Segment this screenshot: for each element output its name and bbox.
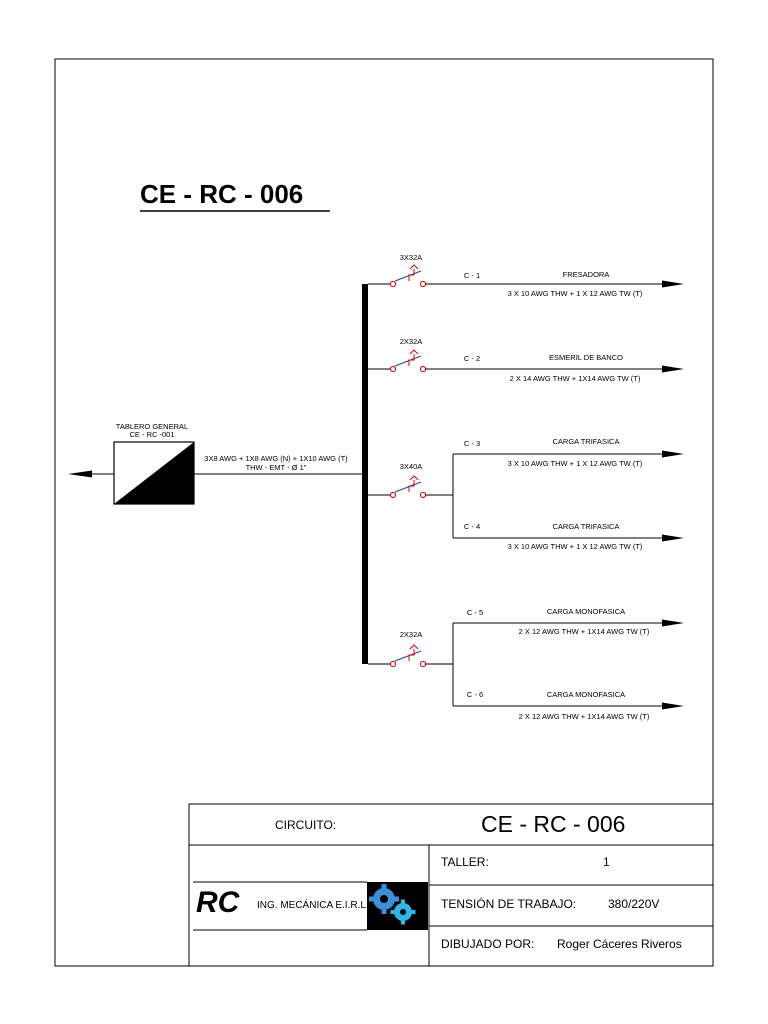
voltage-label: TENSIÓN DE TRABAJO:	[441, 896, 576, 911]
circuit-id: C - 4	[464, 522, 480, 531]
logo-company: ING. MECÁNICA E.I.R.L.	[257, 898, 369, 911]
load-arrow	[651, 534, 685, 542]
load-arrow	[651, 702, 685, 710]
gear-icon	[390, 899, 416, 925]
load-arrow	[651, 280, 685, 288]
circuit-id: C - 1	[464, 271, 480, 280]
drawing-title: CE - RC - 006	[140, 179, 303, 209]
drawn-by-label: DIBUJADO POR:	[441, 937, 534, 951]
breaker-rating: 3X40A	[400, 462, 423, 471]
feeder-spec-line2: THW - EMT - Ø 1"	[246, 463, 307, 472]
voltage-value: 380/220V	[608, 897, 659, 911]
circuit-id: C - 5	[467, 608, 483, 617]
load-name: CARGA TRIFASICA	[553, 437, 620, 446]
cable-spec: 2 X 14 AWG THW + 1X14 AWG TW (T)	[510, 374, 641, 383]
load-arrow	[651, 619, 685, 627]
drawn-by-value: Roger Cáceres Riveros	[557, 937, 682, 951]
company-logo: RC ING. MECÁNICA E.I.R.L.	[193, 881, 428, 931]
feeder-spec-line1: 3X8 AWG + 1X8 AWG (N) + 1X10 AWG (T)	[204, 454, 348, 463]
cable-spec: 2 X 12 AWG THW + 1X14 AWG TW (T)	[519, 627, 650, 636]
breaker-rating: 2X32A	[400, 630, 423, 639]
breaker-symbol	[389, 644, 427, 668]
circuit-label: CIRCUITO:	[275, 818, 336, 832]
circuit-id: C - 2	[464, 354, 480, 363]
cable-spec: 3 X 10 AWG THW + 1 X 12 AWG TW (T)	[508, 289, 643, 298]
panel-name-line1: TABLERO GENERAL	[116, 422, 188, 431]
busbar	[362, 284, 368, 664]
gear-icon	[369, 884, 399, 914]
breaker-rating: 3X32A	[400, 253, 423, 262]
breaker-symbol	[389, 264, 427, 288]
breaker-symbol	[389, 475, 427, 499]
load-arrow	[651, 365, 685, 373]
circuit-id: C - 3	[464, 439, 480, 448]
source-arrow	[68, 470, 114, 478]
load-name: CARGA MONOFASICA	[547, 607, 625, 616]
load-name: FRESADORA	[563, 270, 610, 279]
breaker-symbol	[389, 349, 427, 373]
cable-spec: 3 X 10 AWG THW + 1 X 12 AWG TW (T)	[508, 542, 643, 551]
workshop-value: 1	[603, 855, 610, 869]
load-name: CARGA TRIFASICA	[553, 522, 620, 531]
cable-spec: 2 X 12 AWG THW + 1X14 AWG TW (T)	[519, 712, 650, 721]
circuit-value: CE - RC - 006	[481, 811, 625, 837]
load-name: CARGA MONOFASICA	[547, 690, 625, 699]
panel-name-line2: CE - RC -001	[129, 430, 174, 439]
general-panel	[113, 441, 195, 505]
logo-brand: RC	[196, 886, 241, 919]
workshop-label: TALLER:	[441, 855, 489, 869]
circuit-id: C - 6	[467, 690, 483, 699]
cable-spec: 3 X 10 AWG THW + 1 X 12 AWG TW (T)	[508, 459, 643, 468]
load-arrow	[651, 450, 685, 458]
title-block-grid	[188, 803, 714, 967]
load-name: ESMERIL DE BANCO	[549, 353, 623, 362]
breaker-rating: 2X32A	[400, 337, 423, 346]
